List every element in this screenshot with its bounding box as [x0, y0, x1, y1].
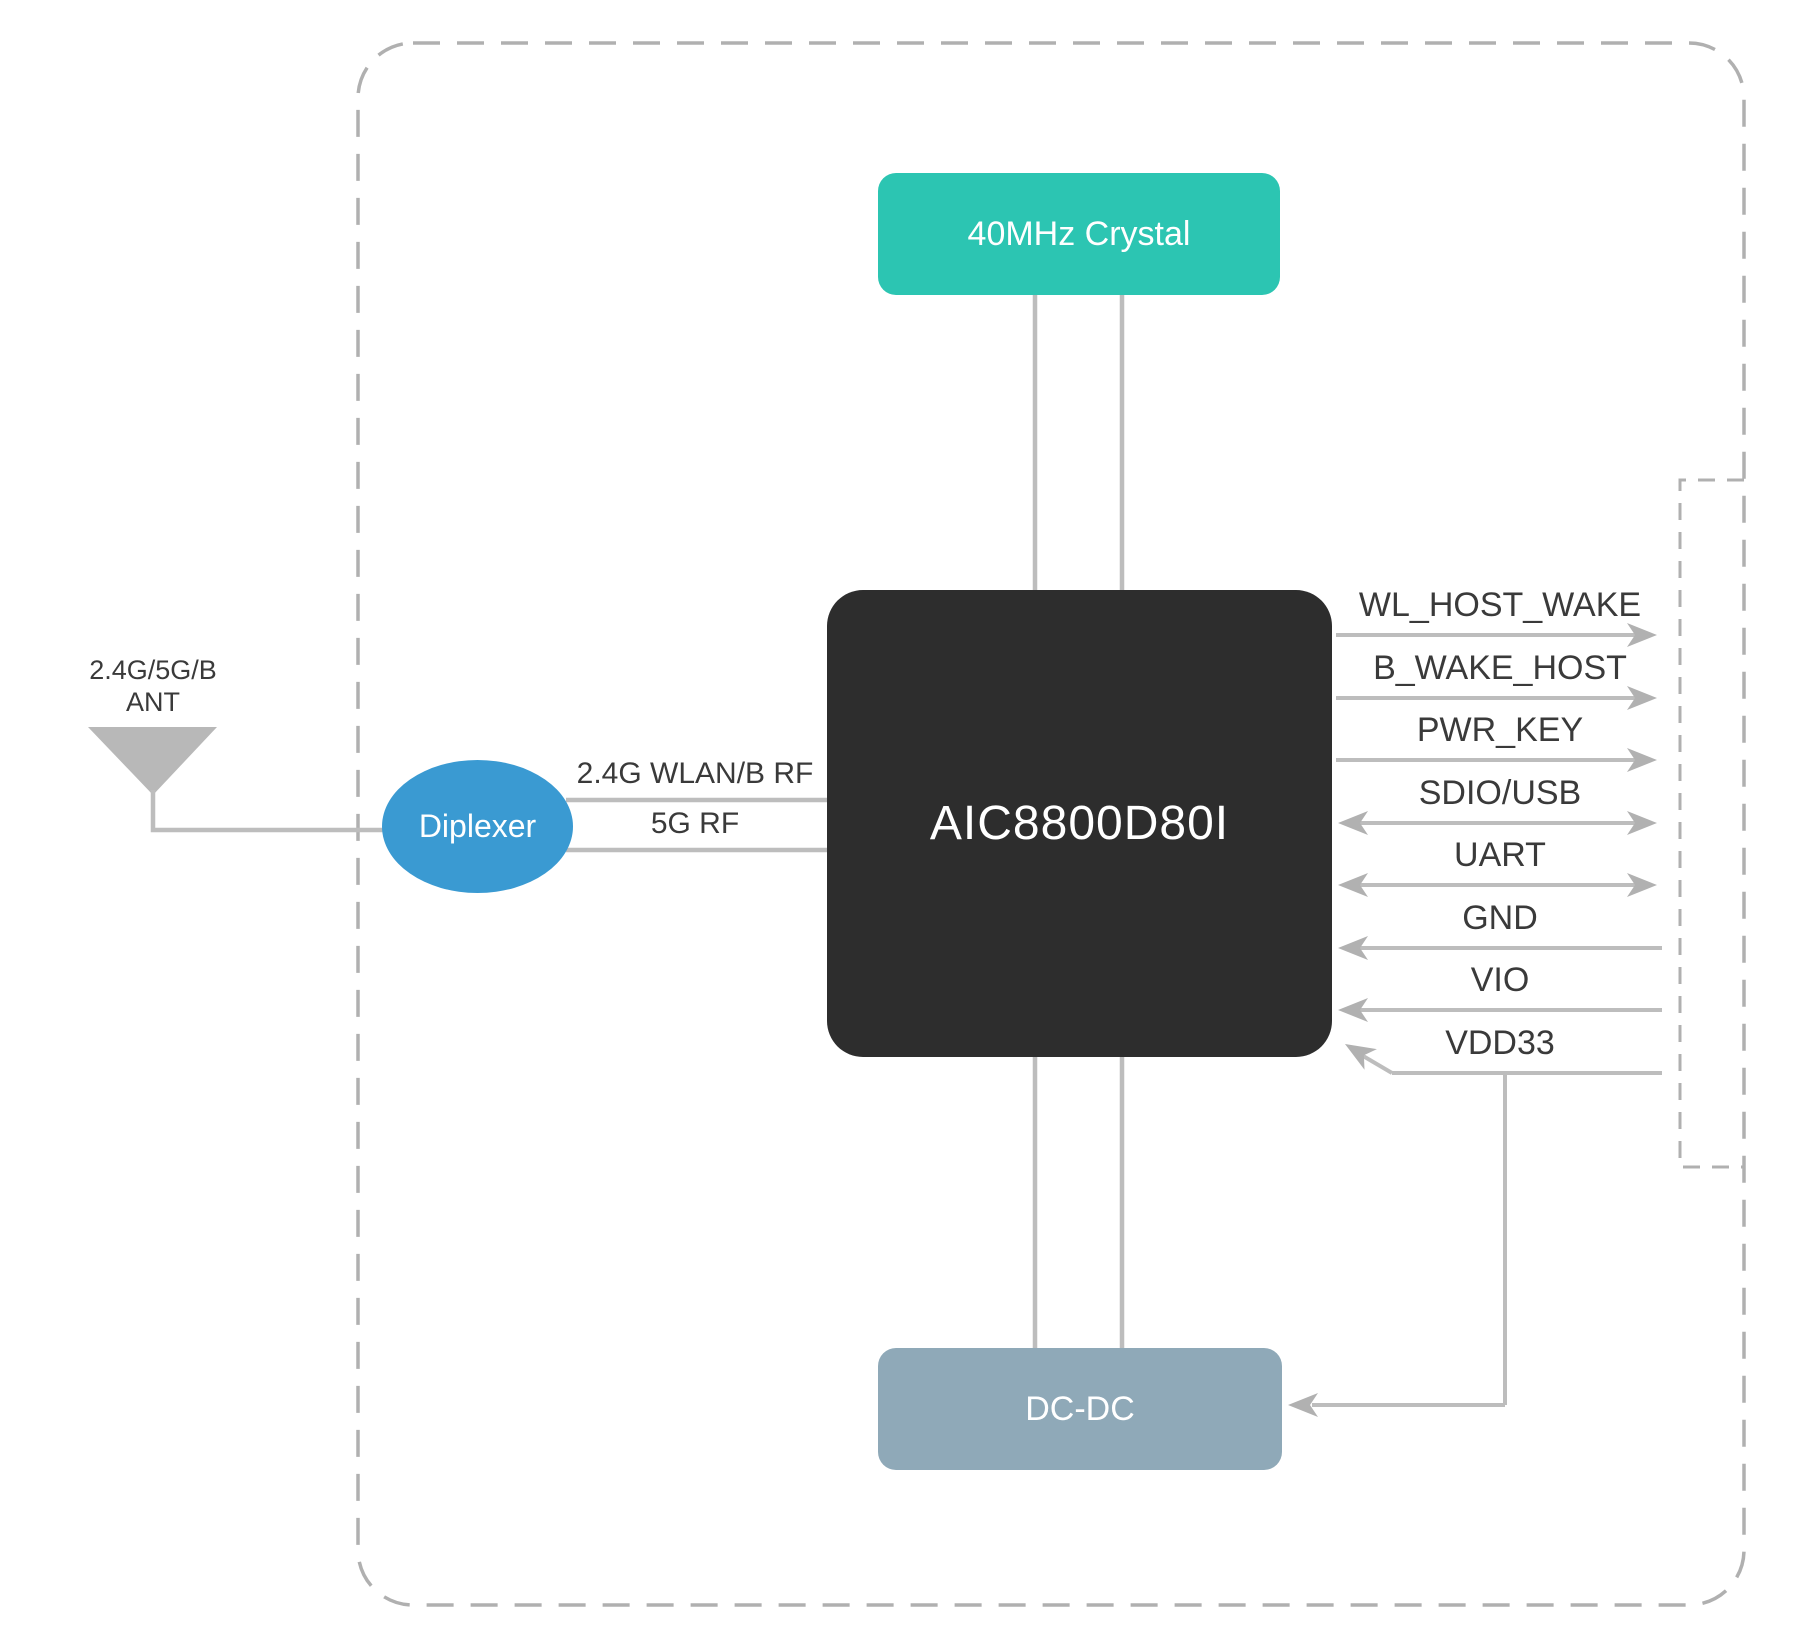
rf-label-5g: 5G RF	[650, 807, 740, 840]
antenna-icon	[88, 727, 420, 833]
chip-block: AIC8800D80I	[827, 590, 1332, 1057]
signal-arrow-vio	[1338, 998, 1662, 1022]
signal-arrow-wl-host-wake	[1336, 623, 1657, 647]
signal-label-gnd: GND	[1462, 899, 1538, 937]
signal-arrow-b-wake-host	[1336, 686, 1657, 710]
arrow-diagonal-icon	[1345, 1044, 1377, 1070]
crystal-block: 40MHz Crystal	[878, 173, 1280, 295]
arrow-right-icon	[1627, 686, 1657, 710]
signal-label-vdd33: VDD33	[1445, 1024, 1555, 1062]
signal-arrow-gnd	[1338, 936, 1662, 960]
arrow-right-icon	[1627, 811, 1657, 835]
arrow-left-icon	[1338, 998, 1368, 1022]
signal-label-b-wake-host: B_WAKE_HOST	[1373, 649, 1627, 687]
host-connector-dashed-box	[1678, 478, 1744, 1169]
module-dashed-border	[356, 41, 1746, 1607]
chip-to-dcdc-lines	[1032, 1057, 1125, 1348]
signal-arrow-vdd33	[1288, 1044, 1662, 1417]
signal-arrow-sdio-usb	[1338, 811, 1657, 835]
arrow-right-icon	[1627, 873, 1657, 897]
signal-arrow-uart	[1338, 873, 1657, 897]
signal-label-uart: UART	[1454, 836, 1546, 874]
signal-label-sdio-usb: SDIO/USB	[1418, 774, 1582, 812]
signal-label-wl-host-wake: WL_HOST_WAKE	[1358, 586, 1642, 624]
antenna-label-line1: 2.4G/5G/B	[89, 655, 217, 685]
arrow-left-icon	[1338, 873, 1368, 897]
arrow-right-icon	[1627, 748, 1657, 772]
signal-arrow-pwr-key	[1336, 748, 1657, 772]
dcdc-block: DC-DC	[878, 1348, 1282, 1470]
antenna-label: 2.4G/5G/B ANT	[43, 654, 263, 718]
arrow-left-icon	[1288, 1393, 1318, 1417]
antenna-label-line2: ANT	[126, 687, 180, 717]
crystal-to-chip-lines	[1032, 295, 1125, 590]
signal-label-vio: VIO	[1470, 961, 1530, 999]
arrow-left-icon	[1338, 936, 1368, 960]
arrow-left-icon	[1338, 811, 1368, 835]
rf-lines	[566, 797, 827, 853]
rf-label-24g-wlan-b: 2.4G WLAN/B RF	[576, 757, 814, 790]
diplexer-ellipse: Diplexer	[382, 760, 573, 893]
signal-label-pwr-key: PWR_KEY	[1416, 711, 1584, 749]
arrow-right-icon	[1627, 623, 1657, 647]
